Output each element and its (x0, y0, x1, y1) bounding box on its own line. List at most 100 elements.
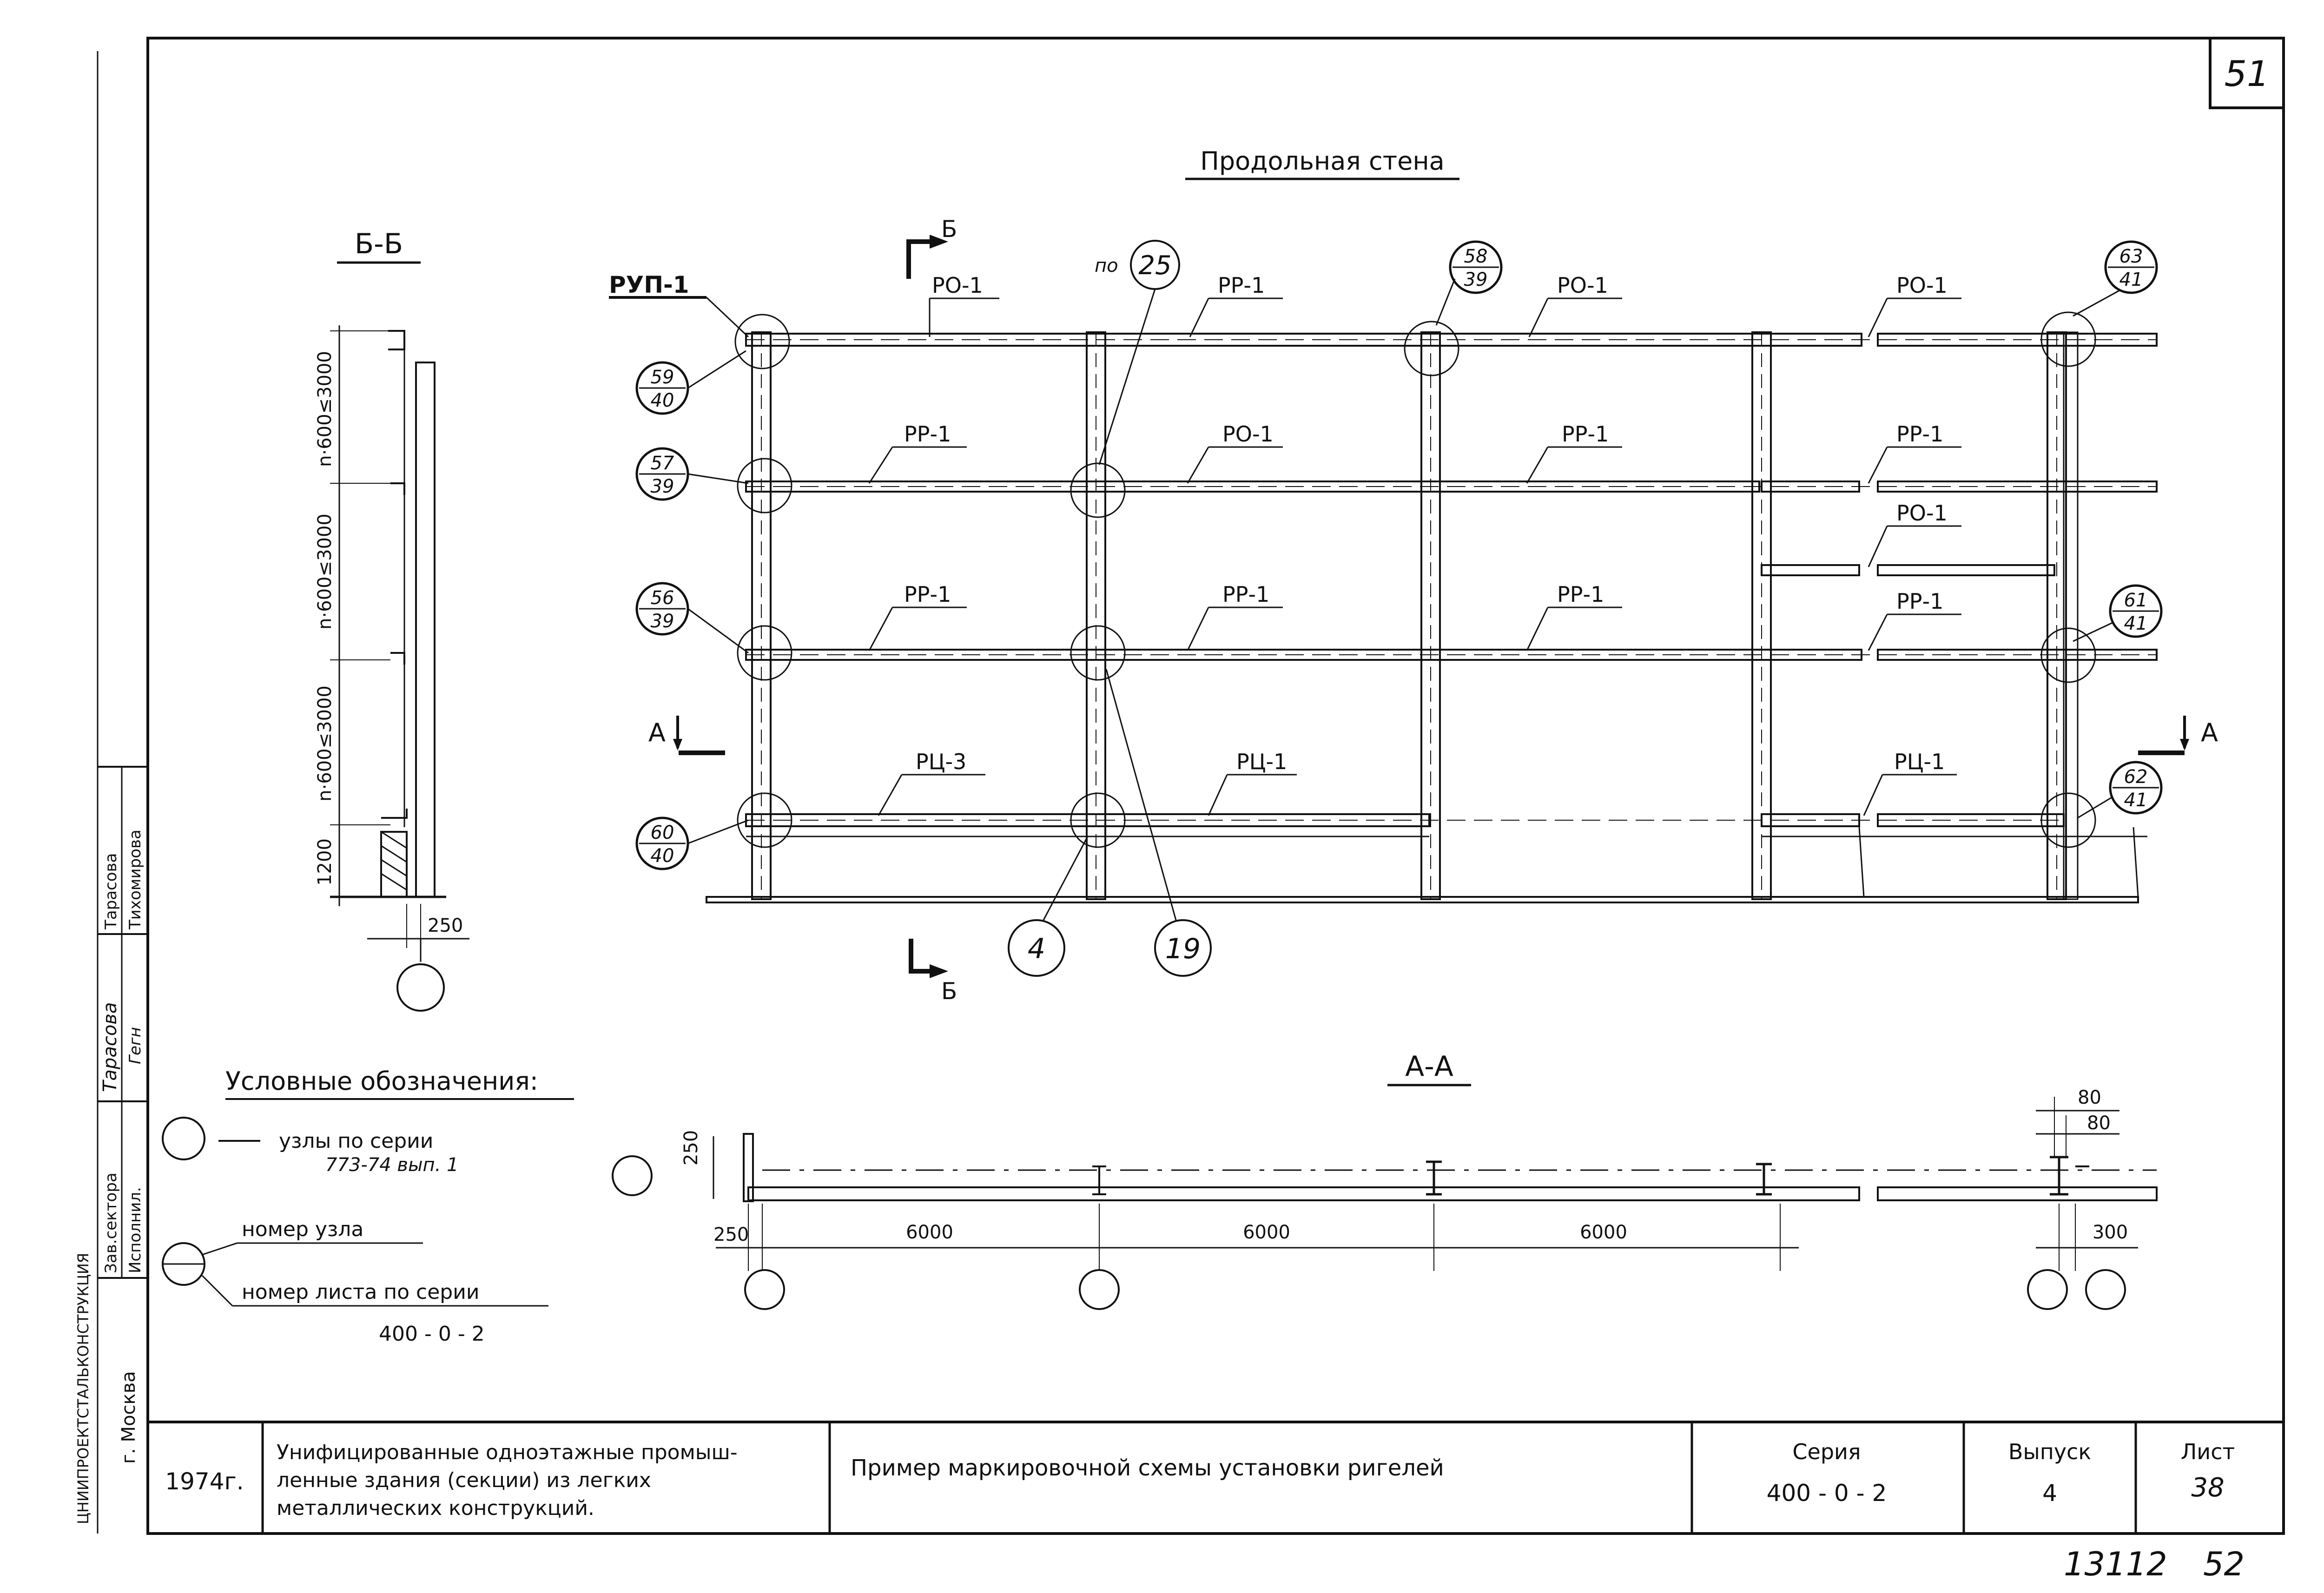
node-label-62-41: 62 41 (2109, 761, 2163, 815)
node-sheet: 39 (651, 476, 674, 497)
node-label-61-41: 61 41 (2109, 584, 2163, 638)
node-number: 57 (651, 453, 674, 474)
node-number: 56 (651, 587, 674, 609)
beam-label: РР-1 (1896, 421, 1943, 447)
sheet-frame (97, 37, 2285, 1535)
sheet-number-top: 51 (2225, 53, 2270, 94)
leaders (609, 278, 2120, 844)
beam-label: РР-1 (904, 421, 951, 447)
section-mark-a-left: А (648, 718, 666, 747)
node-number: 60 (651, 822, 674, 843)
section-aa-title: А-А (1405, 1050, 1453, 1083)
aa-bottom-dim: 300 (2093, 1222, 2128, 1243)
node-sheet: 39 (651, 611, 674, 632)
tb-series-label: Серия (1792, 1439, 1861, 1464)
beam-label: РР-1 (1557, 582, 1604, 607)
section-aa: А-А 250 80 80 250 6000 6000 6000 (612, 1050, 2158, 1310)
legend: Условные обозначения: узлы по серии 773-… (162, 1066, 574, 1346)
node-label-60-40: 60 40 (635, 816, 689, 870)
beam-label: РР-1 (1218, 273, 1265, 298)
node-sheet: 41 (2124, 613, 2148, 634)
node-label-63-41: 63 41 (2104, 240, 2158, 294)
aa-bottom-dim: 6000 (906, 1222, 953, 1243)
aa-top-dim-2: 80 (2087, 1112, 2111, 1134)
node-label-56-39: 56 39 (635, 582, 689, 636)
aa-bottom-dim: 6000 (1243, 1222, 1290, 1243)
legend-item1-line1: узлы по серии (279, 1129, 433, 1153)
bottom-page: 52 (2203, 1545, 2245, 1583)
main-view-title: Продольная стена (1200, 146, 1444, 176)
aa-top-dim-1: 80 (2078, 1087, 2101, 1108)
beam-label: РО-1 (932, 273, 983, 298)
tb-project-line2: ленные здания (секции) из легких (277, 1468, 651, 1492)
tb-series-value: 400 - 0 - 2 (1767, 1480, 1887, 1507)
beam-label-rup: РУП-1 (609, 271, 689, 298)
node-sheet: 41 (2119, 269, 2143, 290)
node-label-59-40: 59 40 (635, 361, 689, 415)
stamp-role-1: Зав.сектора (102, 1172, 120, 1273)
stamp-sign-1: Тарасова (99, 1002, 121, 1092)
stamp-name-2: Тихомирова (126, 829, 145, 930)
beam-label: РР-1 (1896, 589, 1943, 614)
tb-issue-label: Выпуск (2008, 1439, 2091, 1464)
bb-dim-2: n·600≤3000 (314, 513, 336, 630)
section-bb-title: Б-Б (355, 228, 403, 260)
node-ref-4: 4 (1008, 836, 1089, 977)
node-label-58-39: 58 39 (1449, 240, 1503, 294)
legend-title: Условные обозначения: (225, 1066, 538, 1096)
side-stamp: Зав.сектора Исполнил. Тарасова Гегн Тара… (74, 829, 145, 1524)
po-prefix: по (1095, 255, 1118, 276)
aa-height-dim: 250 (680, 1130, 702, 1165)
node-sheet: 40 (651, 845, 674, 867)
node-label-57-39: 57 39 (635, 447, 689, 501)
tb-project-line3: металлических конструкций. (277, 1496, 594, 1520)
beam-label: РО-1 (1896, 500, 1948, 526)
node-ref-4-label: 4 (1028, 933, 1045, 965)
beam-label: РЦ-3 (916, 749, 966, 774)
beam-label: РО-1 (1557, 273, 1608, 298)
beam-label: РО-1 (1222, 421, 1274, 447)
aa-bottom-dim: 250 (713, 1224, 749, 1245)
beams (706, 333, 2158, 903)
sheet-number-box: 51 (2209, 37, 2285, 109)
tb-project-line1: Унифицированные одноэтажные промыш- (277, 1441, 738, 1464)
legend-item2-top: номер узла (242, 1218, 363, 1241)
node-ref-19-label: 19 (1165, 933, 1201, 965)
beam-label: РЦ-1 (1236, 749, 1287, 774)
section-bb: Б-Б n·600≤3000 n·600≤3000 n·600≤3000 120… (314, 228, 469, 1012)
beam-label: РО-1 (1896, 273, 1948, 298)
node-number: 59 (651, 367, 674, 388)
columns (751, 331, 2079, 900)
node-sheet: 41 (2124, 790, 2148, 811)
node-ref-25-label: 25 (1138, 250, 1171, 281)
tb-sheet-label: Лист (2181, 1439, 2235, 1464)
tb-sheet-title: Пример маркировочной схемы установки риг… (851, 1455, 1444, 1481)
section-markers: Б Б А А (648, 216, 2218, 1005)
node-number: 61 (2124, 590, 2148, 611)
bb-dim-1: n·600≤3000 (314, 351, 336, 467)
legend-item2-series: 400 - 0 - 2 (379, 1322, 485, 1346)
bb-dim-3: n·600≤3000 (314, 685, 336, 802)
bb-dim-4: 1200 (314, 838, 336, 886)
legend-item1-line2: 773-74 вып. 1 (325, 1154, 459, 1176)
aa-bottom-dim: 6000 (1580, 1222, 1627, 1243)
beam-labels: РУП-1 РО-1 РР-1 РО-1 РО-1 РР-1 РО-1 РР-1… (609, 271, 1961, 816)
node-number: 62 (2124, 766, 2148, 788)
title-block: 1974г. Унифицированные одноэтажные промы… (148, 1421, 2284, 1534)
section-mark-b-top: Б (941, 216, 957, 243)
tb-issue-value: 4 (2042, 1480, 2057, 1507)
legend-item2-bottom: номер листа по серии (242, 1280, 479, 1304)
node-number: 63 (2119, 246, 2143, 267)
node-sheet: 40 (651, 390, 674, 411)
beam-label: РЦ-1 (1894, 749, 1945, 774)
section-mark-a-right: А (2201, 718, 2218, 747)
stamp-name-1: Тарасова (102, 853, 120, 930)
tb-year: 1974г. (165, 1468, 244, 1495)
bb-bottom-dim: 250 (428, 915, 463, 936)
stamp-sign-2: Гегн (126, 1027, 145, 1064)
beam-label: РР-1 (904, 582, 951, 607)
node-circles (734, 311, 2096, 848)
beam-label: РР-1 (1562, 421, 1609, 447)
beam-label: РР-1 (1222, 582, 1269, 607)
